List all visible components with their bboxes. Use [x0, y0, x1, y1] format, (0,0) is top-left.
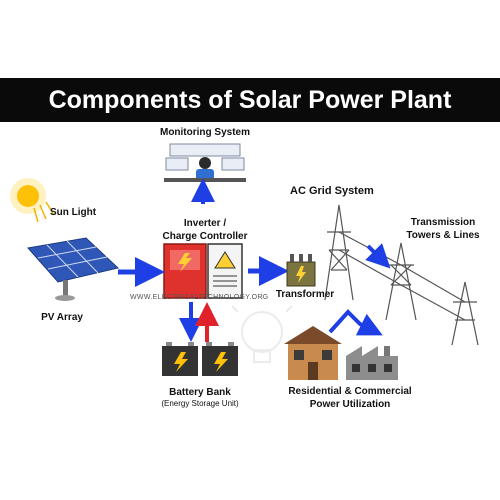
arrow-tower-to-tower: [365, 243, 391, 269]
monitoring-station-icon: [164, 143, 246, 182]
sun-icon: [10, 178, 55, 223]
label-battery-sub: (Energy Storage Unit): [161, 399, 239, 408]
factory-icon: [346, 346, 398, 380]
label-inverter-line1: Inverter /: [183, 218, 227, 229]
label-ac-grid-system: AC Grid System: [290, 185, 374, 197]
arrow-grid-to-utilization: [328, 309, 383, 336]
label-utilization-line2: Power Utilization: [309, 399, 391, 410]
label-transmission-line2: Towers & Lines: [406, 230, 480, 241]
lightbulb-icon: [231, 292, 293, 363]
inverter-icon: [163, 243, 243, 299]
page-title: Components of Solar Power Plant: [48, 86, 452, 114]
transformer-icon: [286, 254, 316, 287]
watermark: WWW.ELECTRICALTECHNOLOGY.ORG: [130, 294, 269, 301]
label-inverter-line2: Charge Controller: [162, 231, 248, 242]
solar-panel-icon: [27, 237, 120, 301]
label-battery-bank: Battery Bank: [169, 387, 231, 398]
label-transmission-line1: Transmission: [410, 217, 476, 228]
label-pv-array: PV Array: [41, 312, 83, 323]
house-icon: [284, 326, 342, 380]
title-bar: [0, 78, 500, 122]
label-sun-light: Sun Light: [50, 207, 97, 218]
label-transformer: Transformer: [275, 289, 335, 300]
label-utilization-line1: Residential & Commercial: [288, 386, 412, 397]
battery-icon: [162, 342, 238, 376]
label-monitoring-system: Monitoring System: [159, 127, 250, 138]
